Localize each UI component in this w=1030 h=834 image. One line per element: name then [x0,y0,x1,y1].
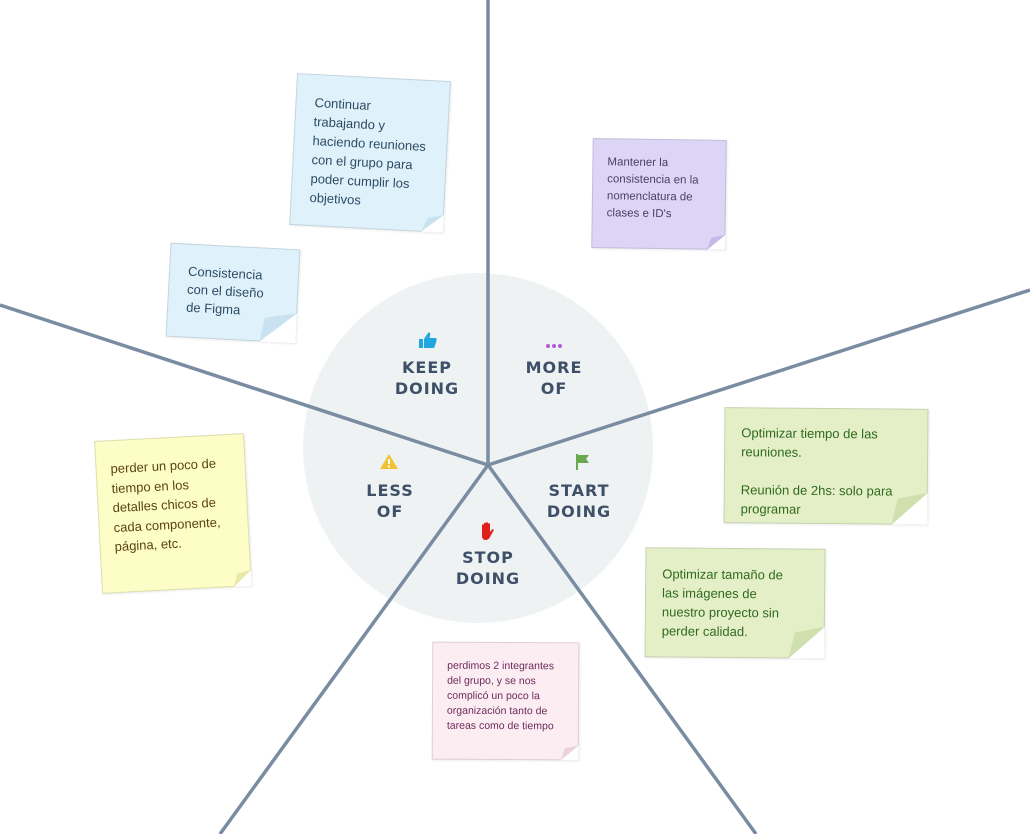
sticky-note-text: perdimos 2 integrantes del grupo, y se n… [446,659,555,733]
sticky-note-start-2[interactable]: Optimizar tamaño de las imágenes de nues… [644,547,826,659]
sticky-note-keep-1[interactable]: Continuar trabajando y haciendo reunione… [289,73,451,233]
page-curl-icon [420,214,444,233]
label-keep-doing: KEEP DOING [394,358,460,398]
sticky-note-keep-2[interactable]: Consistencia con el diseño de Figma [165,242,301,344]
page-curl-icon [891,492,928,525]
sticky-note-text: perder un poco de tiempo en los detalles… [110,455,221,555]
label-more-of: MORE OF [525,358,583,398]
sticky-note-more-1[interactable]: Mantener la consistencia en la nomenclat… [591,138,727,250]
sticky-note-line-2: Reunión de 2hs: solo para programar [740,482,893,517]
sticky-note-stop-1[interactable]: perdimos 2 integrantes del grupo, y se n… [431,641,580,761]
stop-hand-icon [482,522,494,540]
divider-right [487,288,1030,467]
sticky-note-less-1[interactable]: perder un poco de tiempo en los detalles… [94,433,252,594]
divider-left [0,303,489,467]
flag-icon [576,454,589,470]
sticky-note-line-1: Optimizar tiempo de las reuniones. [741,425,878,460]
divider-bottom-left [218,463,490,834]
page-curl-icon [560,745,579,761]
page-curl-icon [259,313,298,344]
center-circle [303,273,653,623]
sticky-note-text: Continuar trabajando y haciendo reunione… [309,95,427,208]
thumbs-up-icon [419,332,437,348]
ellipsis-icon [546,344,562,348]
warning-icon [380,454,398,469]
label-start-doing: START DOING [546,481,612,521]
page-curl-icon [788,626,825,659]
label-less-of: LESS OF [366,481,414,521]
sticky-note-start-1[interactable]: Optimizar tiempo de las reuniones. Reuni… [723,407,929,525]
page-curl-icon [233,569,252,587]
sticky-note-text: Consistencia con el diseño de Figma [185,263,265,318]
label-stop-doing: STOP DOING [455,548,521,588]
page-curl-icon [707,234,726,250]
sticky-note-text: Mantener la consistencia en la nomenclat… [606,156,699,221]
sticky-note-text: Optimizar tamaño de las imágenes de nues… [661,566,783,640]
divider-bottom-right [486,463,758,834]
